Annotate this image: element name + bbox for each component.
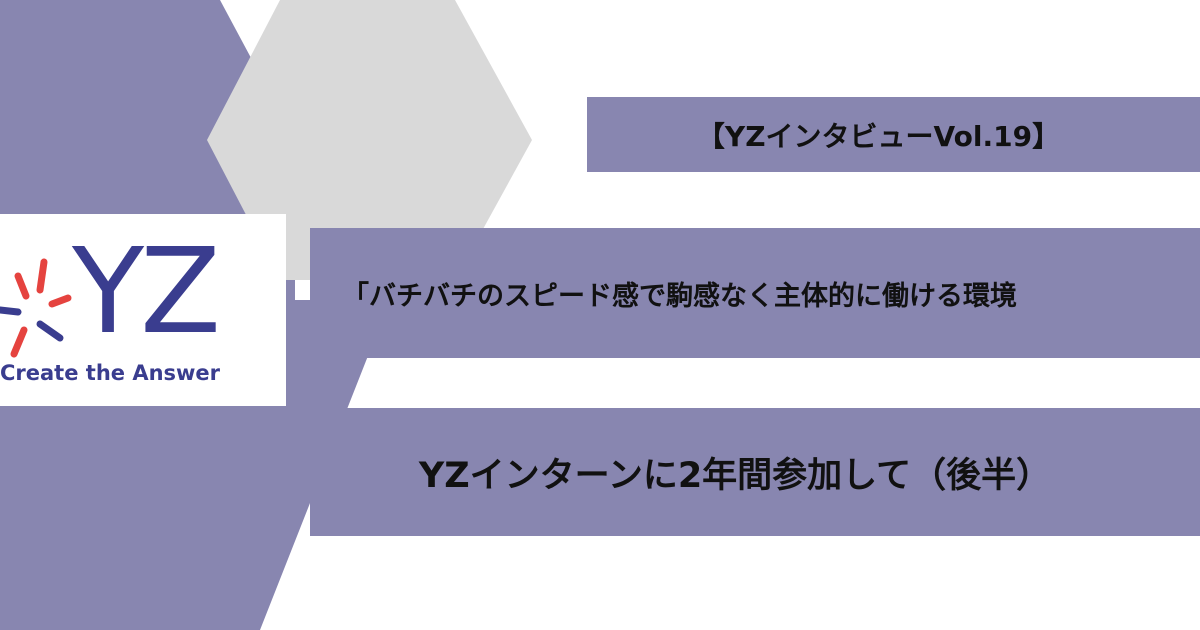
series-label: 【YZインタビューVol.19】 (696, 119, 1061, 153)
interview-quote: 「バチバチのスピード感で駒感なく主体的に働ける環境 (342, 280, 1017, 312)
yz-logo: YZ Create the Answer (0, 214, 286, 406)
subtitle-banner: YZインターンに2年間参加して（後半） (310, 408, 1200, 536)
spark-icon (0, 258, 72, 358)
grey-hexagon (207, 0, 532, 280)
logo-tagline: Create the Answer (0, 361, 221, 385)
purple-wedge-lower (200, 300, 390, 630)
interview-subtitle: YZインターンに2年間参加して（後半） (418, 455, 1052, 496)
quote-banner: 「バチバチのスピード感で駒感なく主体的に働ける環境 (310, 228, 1200, 358)
logo-letters: YZ (72, 222, 221, 360)
series-label-banner: 【YZインタビューVol.19】 (587, 97, 1200, 172)
